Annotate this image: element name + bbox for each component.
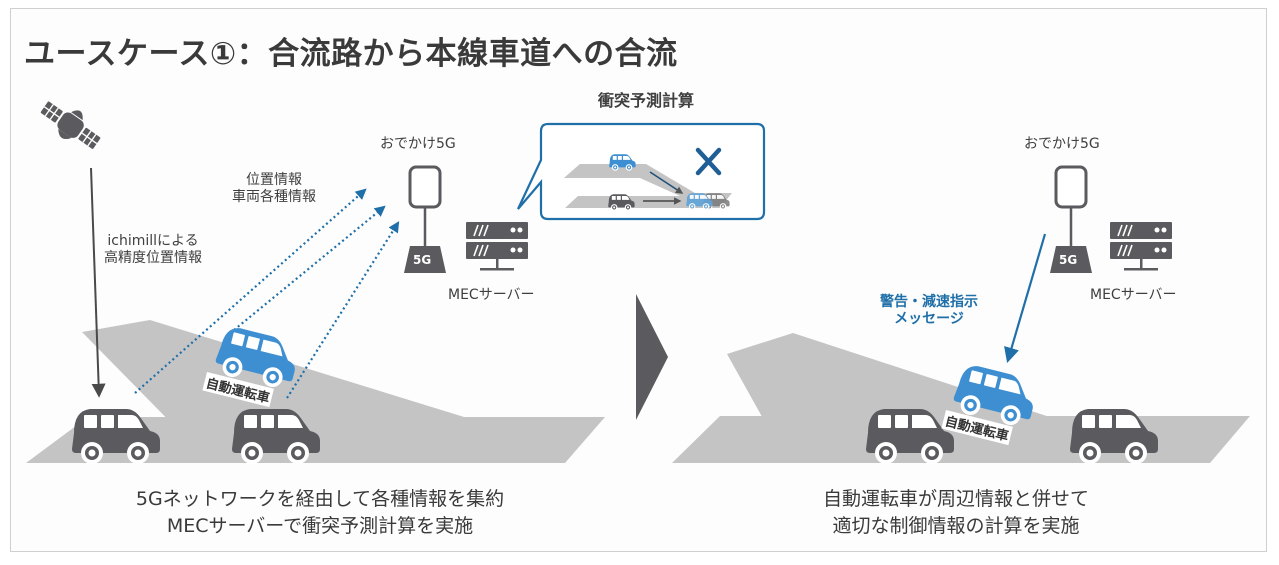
base-station-icon-right xyxy=(1050,165,1092,273)
base-station-icon-left xyxy=(404,165,446,273)
satellite-signal-arrow xyxy=(90,167,106,398)
left-caption-line-1: 5Gネットワークを経由して各種情報を集約 xyxy=(135,488,505,510)
downlink-label-line-2: メッセージ xyxy=(894,311,964,327)
base-station-label-right: おでかけ5G xyxy=(1024,136,1100,152)
left-caption-line-2: MECサーバーで衝突予測計算を実施 xyxy=(166,515,474,537)
satellite-label-line-1: ichimillによる xyxy=(107,233,199,249)
mec-server-icon-left xyxy=(466,222,528,271)
base-station-badge-right: 5G xyxy=(1059,253,1078,267)
uplink-label-line-2: 車両各種情報 xyxy=(232,189,316,205)
cross-icon xyxy=(695,147,722,176)
downlink-arrow xyxy=(1004,233,1047,363)
page-title: ユースケース①：合流路から本線車道への合流 xyxy=(24,36,678,72)
mec-server-icon-right xyxy=(1110,222,1172,271)
mec-server-label-left: MECサーバー xyxy=(448,287,535,303)
next-step-arrow xyxy=(636,294,668,420)
uplink-arrow-2 xyxy=(233,205,386,331)
callout-title: 衝突予測計算 xyxy=(598,91,695,110)
satellite-label-line-2: 高精度位置情報 xyxy=(104,250,202,266)
ramp-road-left xyxy=(82,320,545,442)
base-station-label-left: おでかけ5G xyxy=(380,136,456,152)
mec-server-label-right: MECサーバー xyxy=(1090,287,1177,303)
callout-scene xyxy=(564,154,732,211)
right-caption-line-2: 適切な制御情報の計算を実施 xyxy=(832,515,1080,537)
downlink-label-line-1: 警告・減速指示 xyxy=(880,294,978,310)
uplink-label: 位置情報 車両各種情報 xyxy=(232,172,316,206)
uplink-arrow-1 xyxy=(134,188,367,394)
right-caption: 自動運転車が周辺情報と併せて 適切な制御情報の計算を実施 xyxy=(776,486,1136,540)
uplink-arrow-3 xyxy=(286,221,400,399)
left-caption: 5Gネットワークを経由して各種情報を集約 MECサーバーで衝突予測計算を実施 xyxy=(100,486,540,540)
downlink-label: 警告・減速指示 メッセージ xyxy=(880,294,978,328)
uplink-label-line-1: 位置情報 xyxy=(246,172,302,188)
base-station-badge-left: 5G xyxy=(413,253,432,267)
satellite-icon xyxy=(40,101,101,149)
right-caption-line-1: 自動運転車が周辺情報と併せて xyxy=(822,488,1089,510)
satellite-label: ichimillによる 高精度位置情報 xyxy=(104,233,202,267)
